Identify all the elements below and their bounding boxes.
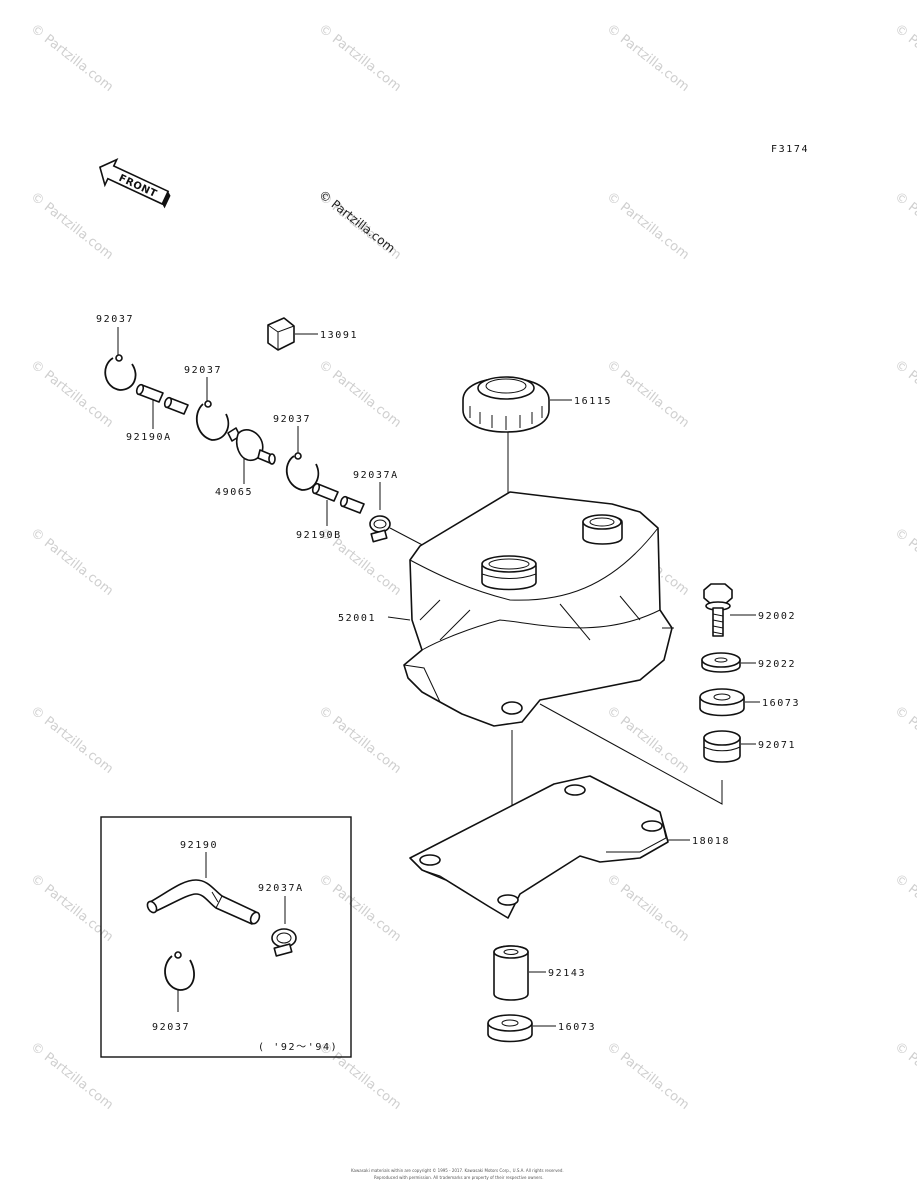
watermark-text: © Partzilla.com	[28, 1039, 116, 1113]
label-16073-lower: 16073	[558, 1022, 596, 1033]
label-92002: 92002	[758, 611, 796, 622]
label-16115: 16115	[574, 396, 612, 407]
watermark-text: © Partzilla.com	[28, 357, 116, 431]
label-92037-mid: 92037	[184, 365, 222, 376]
clip-13091-icon	[267, 317, 318, 351]
watermark-text: © Partzilla.com	[316, 357, 404, 431]
clamp-92037A-icon	[369, 515, 391, 543]
label-92190A: 92190A	[126, 432, 172, 443]
watermark-text: © Partzilla.com	[28, 189, 116, 263]
inset-label-92190: 92190	[180, 840, 218, 851]
watermark-text: © Partzilla.com	[28, 703, 116, 777]
inset-clamp-92037-icon	[164, 951, 195, 991]
grommet-16073-lower-icon	[487, 1014, 533, 1043]
hose-92190A-icon	[135, 383, 189, 415]
watermark-text: © Partzilla.com	[892, 21, 917, 95]
washer-92022-icon	[701, 652, 741, 673]
inset-years: ( '92～'94)	[258, 1042, 338, 1053]
label-92071: 92071	[758, 740, 796, 751]
label-92143: 92143	[548, 968, 586, 979]
inset-clamp-92037A-icon	[271, 928, 297, 957]
watermark-text: © Partzilla.com	[316, 703, 404, 777]
watermark-text: © Partzilla.com	[604, 21, 692, 95]
label-13091: 13091	[320, 330, 358, 341]
label-49065: 49065	[215, 487, 253, 498]
watermark-text: © Partzilla.com	[28, 525, 116, 599]
label-92190B: 92190B	[296, 530, 342, 541]
grommet-16073-icon	[699, 688, 745, 717]
footer-line-2: Reproduced with permission. All trademar…	[374, 1175, 544, 1180]
label-52001: 52001	[338, 613, 376, 624]
watermark-text: © Partzilla.com	[604, 357, 692, 431]
figure-code: F3174	[771, 144, 809, 155]
tank-tray-18018-icon	[409, 775, 669, 919]
label-92037-right: 92037	[273, 414, 311, 425]
watermark-text: © Partzilla.com	[316, 871, 404, 945]
hose-92190B-icon	[311, 482, 365, 514]
label-18018: 18018	[692, 836, 730, 847]
watermark-text: © Partzilla.com	[604, 189, 692, 263]
watermark-text: © Partzilla.com	[316, 21, 404, 95]
clamp-92037-icon	[285, 452, 320, 491]
label-16073-upper: 16073	[762, 698, 800, 709]
fuel-filter-49065-icon	[227, 427, 276, 465]
watermark-text: © Partzilla.com	[604, 703, 692, 777]
damper-92071-icon	[703, 730, 741, 763]
watermark-text: © Partzilla.com	[604, 1039, 692, 1113]
copyright-stamp: © Partzilla.com	[316, 187, 398, 255]
inset-label-92037: 92037	[152, 1022, 190, 1033]
clamp-92037-icon	[195, 400, 230, 441]
bolt-92002-icon	[703, 583, 733, 637]
watermark-text: © Partzilla.com	[28, 21, 116, 95]
watermark-text: © Partzilla.com	[892, 357, 917, 431]
inset-box	[100, 816, 352, 1058]
label-92037-top: 92037	[96, 314, 134, 325]
label-92037A: 92037A	[353, 470, 399, 481]
label-92022: 92022	[758, 659, 796, 670]
fuel-tank-52001-icon	[403, 491, 674, 727]
watermark-text: © Partzilla.com	[892, 703, 917, 777]
clamp-92037-icon	[104, 354, 137, 391]
inset-hose-92190-icon	[146, 879, 261, 925]
watermark-text: © Partzilla.com	[892, 525, 917, 599]
watermark-text: © Partzilla.com	[28, 871, 116, 945]
fuel-cap-16115-icon	[462, 376, 550, 433]
inset-label-92037A: 92037A	[258, 883, 304, 894]
watermark-text: © Partzilla.com	[892, 1039, 917, 1113]
watermark-text: © Partzilla.com	[892, 871, 917, 945]
footer-line-1: Kawasaki materials within are copyright …	[351, 1168, 564, 1173]
watermark-text: © Partzilla.com	[604, 871, 692, 945]
front-arrow-icon: FRONT	[98, 158, 171, 209]
collar-92143-icon	[493, 945, 529, 1001]
watermark-text: © Partzilla.com	[892, 189, 917, 263]
